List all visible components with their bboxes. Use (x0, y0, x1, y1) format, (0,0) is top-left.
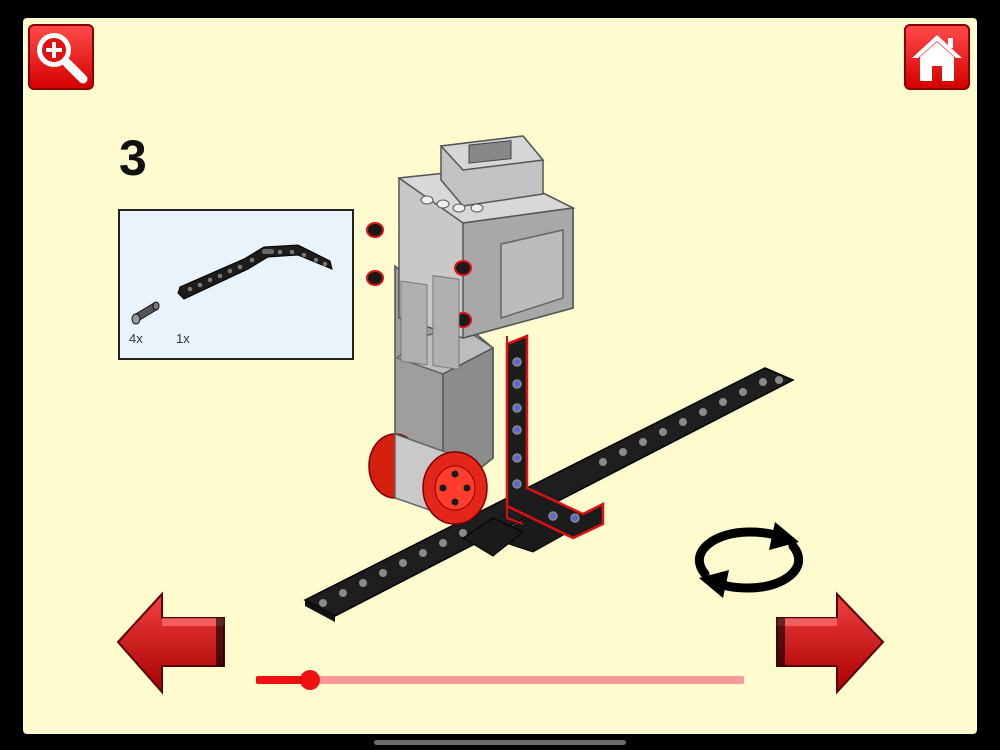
step-progress-handle[interactable] (299, 670, 320, 690)
step-progress-track[interactable] (256, 670, 744, 690)
step-progress-fill (256, 676, 310, 684)
previous-step-button[interactable] (116, 588, 228, 703)
long-beam (303, 367, 795, 622)
parts-illustration (131, 244, 333, 325)
angled-beam-icon (177, 244, 333, 300)
arrow-left-icon (116, 591, 225, 695)
part-count-beam: 1x (176, 331, 190, 346)
red-hub (368, 432, 488, 525)
angled-beam-model (505, 334, 605, 540)
zoom-in-icon (37, 33, 88, 84)
parts-list: 4x 1x (118, 209, 354, 360)
part-count-pin: 4x (129, 331, 143, 346)
rotate-icon (694, 522, 804, 598)
arrow-right-icon (776, 591, 885, 695)
home-button[interactable] (904, 24, 970, 90)
next-step-button[interactable] (773, 588, 885, 703)
model-illustration (303, 135, 795, 622)
home-icon (912, 35, 962, 81)
instruction-screen: 3 4x 1x (23, 18, 977, 734)
rotate-view-button[interactable] (683, 518, 815, 607)
step-number: 3 (119, 130, 147, 186)
connector-pin-icon (131, 301, 160, 325)
zoom-button[interactable] (28, 24, 94, 90)
home-indicator[interactable] (374, 740, 626, 745)
